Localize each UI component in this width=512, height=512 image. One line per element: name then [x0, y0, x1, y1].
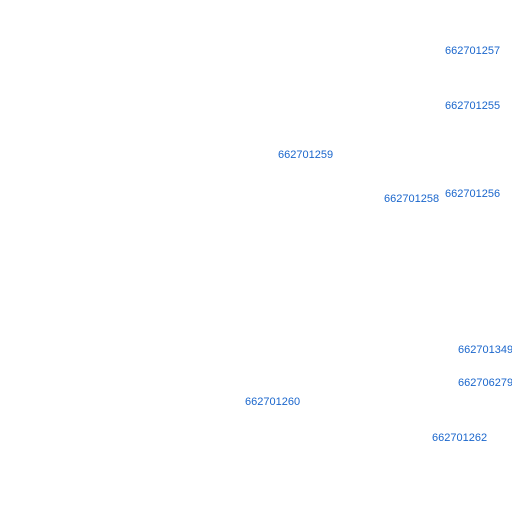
parcel-label-662701259[interactable]: 662701259	[278, 149, 334, 161]
parcel-label-662701349[interactable]: 662701349	[458, 344, 512, 356]
parcel-label-662701260[interactable]: 662701260	[245, 396, 301, 408]
parcel-label-662701255[interactable]: 662701255	[445, 100, 501, 112]
parcel-label-662701257[interactable]: 662701257	[445, 45, 501, 57]
parcel-label-662701256[interactable]: 662701256	[445, 188, 501, 200]
parcel-label-662701262[interactable]: 662701262	[432, 432, 488, 444]
parcel-label-662706279[interactable]: 662706279	[458, 377, 512, 389]
parcel-label-662701258[interactable]: 662701258	[384, 193, 440, 205]
